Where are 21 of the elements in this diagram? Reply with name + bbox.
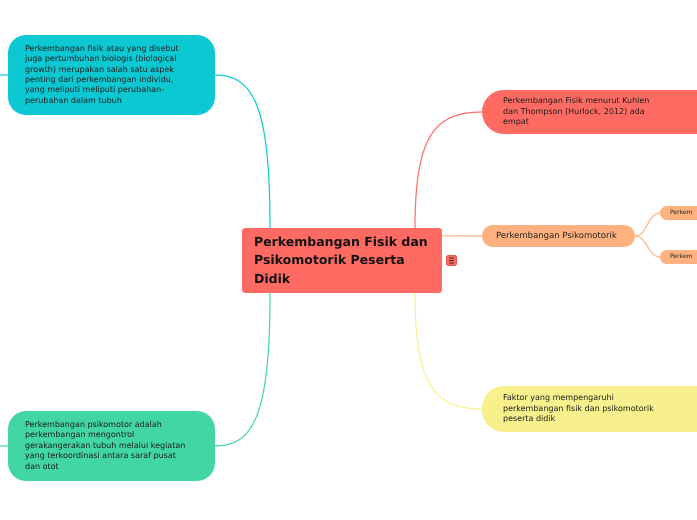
connector-line	[634, 235, 660, 258]
central-topic	[242, 228, 442, 293]
connector-line	[214, 74, 271, 228]
topic-box	[482, 90, 697, 134]
topic-box	[8, 411, 215, 481]
topic-text: Perkembangan psikomotor adalah perkembangan mengontrol gerakangerakan tubuh melalui kegiatan yang terkoordinasi antara saraf pusat dan otot	[25, 420, 186, 472]
topic-box	[8, 35, 215, 115]
topic-text: Perkembangan Fisik dan Psikomotorik Peserta Didik	[254, 233, 429, 288]
topic-box	[482, 225, 635, 247]
topic-text: Perkembangan Psikomotorik	[496, 230, 617, 242]
connector-line	[414, 111, 482, 228]
topic-text: Faktor yang mempengaruhi perkembangan fisik dan psikomotorik peserta didik	[503, 392, 655, 426]
connector-line	[214, 293, 271, 447]
topic-box	[482, 386, 697, 432]
topic-text: Perkembangan fisik atau yang disebut juga pertumbuhan biologis (biological growth) merupakan salah satu aspek penting dari perkembangan individu, yang meliputi meliputi perubahan-perubahan dalam tubuh	[25, 44, 180, 106]
connector-line	[414, 292, 482, 410]
topic-box	[660, 250, 697, 264]
topic-box	[660, 206, 697, 220]
topic-text: Perkembangan Fisik menurut Kuhlen dan Thompson (Hurlock, 2012) ada empat	[503, 96, 650, 128]
connector-line	[634, 212, 660, 237]
connector-line	[442, 235, 482, 237]
